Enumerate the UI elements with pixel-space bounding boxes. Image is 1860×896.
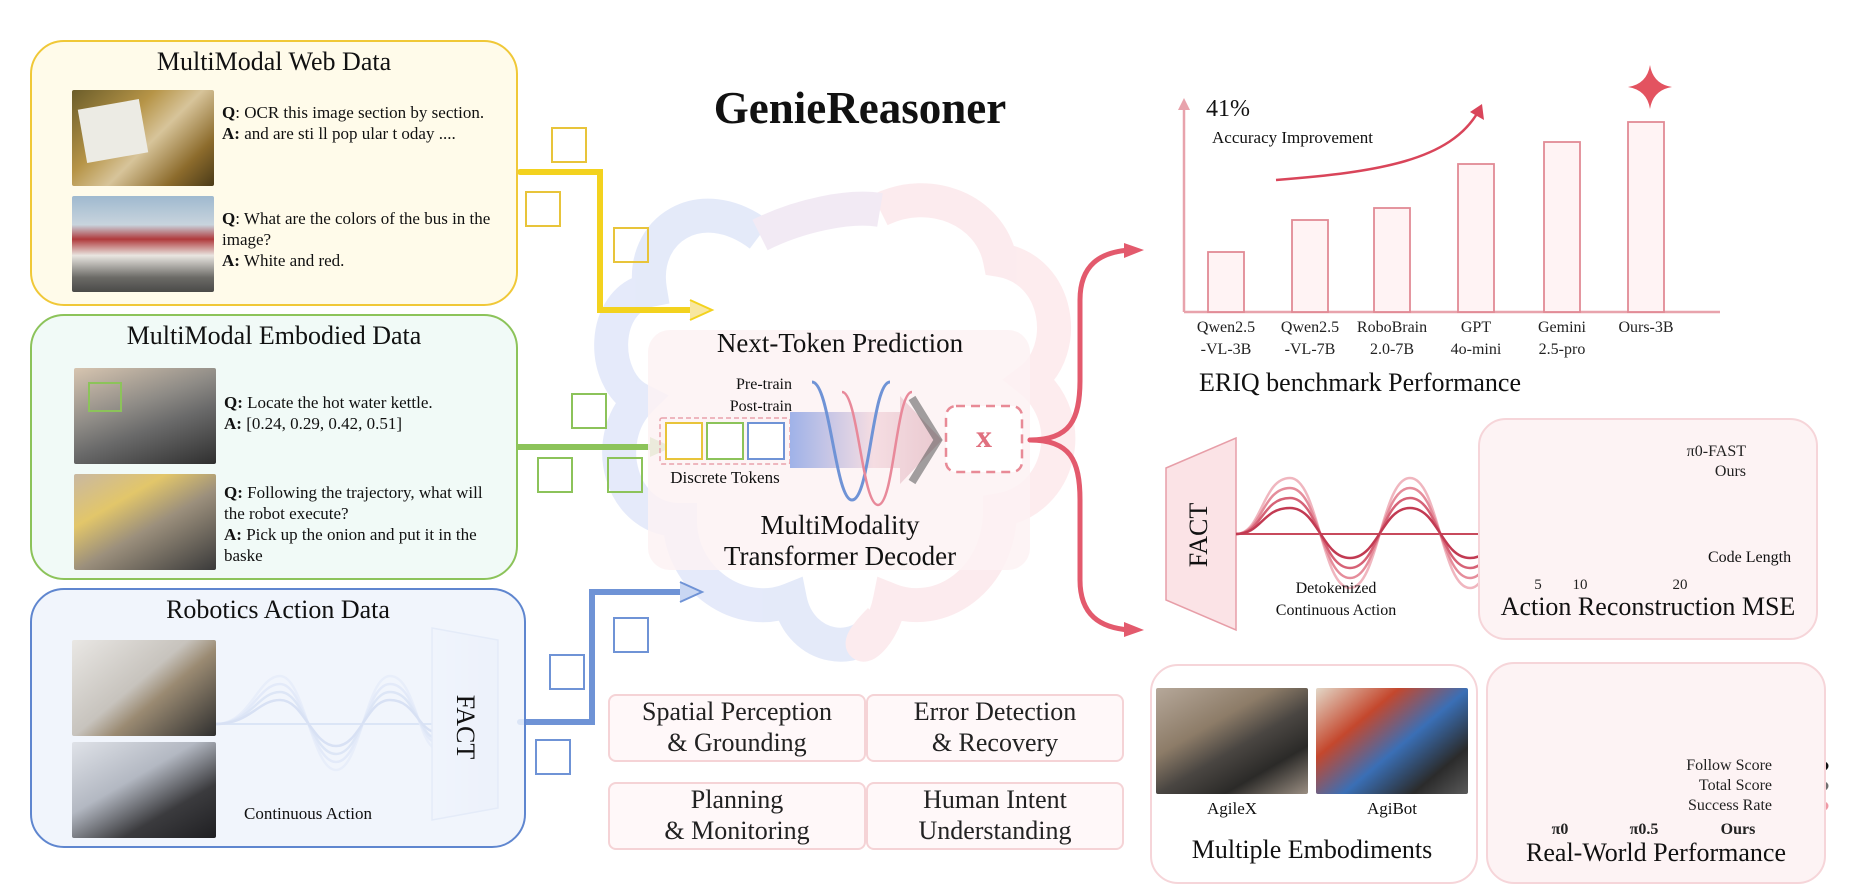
web-qa-1: Q: OCR this image section by section. A:… <box>222 103 485 143</box>
robot-table-image <box>72 640 216 736</box>
decoder-label-line2: Transformer Decoder <box>723 541 957 571</box>
star-icon <box>1628 65 1672 109</box>
output-brace <box>1027 247 1133 633</box>
eriq-tick-label: GPT <box>1460 319 1492 336</box>
fact-decoder-shape <box>1165 436 1237 632</box>
fact-encoder-label: FACT <box>451 694 480 760</box>
token-square <box>551 127 587 163</box>
eriq-bar-chart <box>1178 65 1720 314</box>
embodied-qa-1: Q: Locate the hot water kettle. A: [0.24… <box>224 393 433 433</box>
eriq-tick-label: Qwen2.5 <box>1196 319 1256 336</box>
token-square <box>537 457 573 493</box>
discrete-tokens-label: Discrete Tokens <box>670 468 780 487</box>
agibot-label: AgiBot <box>1366 799 1418 818</box>
eriq-bar <box>1373 207 1411 313</box>
rw-tick-label: π0 <box>1551 821 1569 838</box>
agilex-label: AgileX <box>1206 799 1258 818</box>
mse-chart-box <box>1478 418 1818 640</box>
brain-watermark <box>594 183 1076 662</box>
web-qa-2: Q: What are the colors of the bus in the… <box>222 209 491 270</box>
kitchen-image <box>74 368 216 464</box>
real-world-box <box>1486 662 1826 884</box>
panel-title: Robotics Action Data <box>166 595 390 624</box>
token-square <box>613 227 649 263</box>
action-data-panel: Robotics Action Data Continuous Action <box>30 588 526 848</box>
mse-chart-title: Action Reconstruction MSE <box>1500 592 1796 621</box>
next-token-label: Next-Token Prediction <box>716 328 964 358</box>
token-square <box>549 654 585 690</box>
eriq-tick-label: -VL-7B <box>1284 341 1336 358</box>
output-token-x: x <box>976 418 992 454</box>
mse-tick-label: 20 <box>1672 577 1688 593</box>
improvement-arrowhead <box>1470 104 1484 120</box>
eriq-tick-label: Gemini <box>1538 319 1586 336</box>
improvement-arrow <box>1275 111 1480 182</box>
eriq-tick-label: 2.0-7B <box>1370 341 1414 358</box>
posttrain-label: Post-train <box>729 398 792 415</box>
mse-legend-label: π0-FAST <box>1686 443 1746 460</box>
accuracy-value: 41% <box>1206 96 1250 122</box>
token-square <box>571 393 607 429</box>
token-strip <box>659 417 791 465</box>
real-world-title: Real-World Performance <box>1526 838 1786 867</box>
ocr-document-image <box>72 90 214 186</box>
continuous-action-caption: Continuous Action <box>244 804 372 823</box>
pretrain-label: Pre-train <box>736 376 792 393</box>
token-square <box>525 191 561 227</box>
mse-tick-label: 5 <box>1534 577 1542 593</box>
fact-decoder-label: FACT <box>1184 502 1213 568</box>
mse-xlabel: Code Length <box>1708 549 1792 566</box>
robot-gripper-image <box>72 742 216 838</box>
accuracy-text: Accuracy Improvement <box>1212 128 1373 147</box>
embodied-data-panel: MultiModal Embodied Data Q: Locate the h… <box>30 314 518 580</box>
detokenized-waves <box>1235 476 1494 590</box>
eriq-y-arrowhead <box>1178 98 1190 110</box>
decoder-label-line1: MultiModality <box>760 510 920 540</box>
eriq-tick-label: -VL-3B <box>1200 341 1252 358</box>
detokenized-caption-2: Continuous Action <box>1275 602 1397 619</box>
panel-title: MultiModal Embodied Data <box>126 321 422 350</box>
web-data-panel: MultiModal Web Data Q: OCR this image se… <box>30 40 518 306</box>
rw-legend-label: Follow Score <box>1686 757 1772 774</box>
page-title: GenieReasoner <box>713 83 1007 133</box>
token-square <box>613 617 649 653</box>
mse-tick-label: 10 <box>1572 577 1588 593</box>
output-token-box <box>944 404 1024 474</box>
agilex-robot-image <box>1156 688 1308 794</box>
rw-legend-label: Success Rate <box>1688 797 1772 814</box>
capability-spatial-perception: Spatial Perception& Grounding <box>608 694 866 762</box>
eriq-tick-label: Qwen2.5 <box>1280 319 1340 336</box>
eriq-bar <box>1627 121 1665 313</box>
capability-error-detection: Error Detection& Recovery <box>866 694 1124 762</box>
agibot-robot-image <box>1316 688 1468 794</box>
token-square <box>535 739 571 775</box>
detokenized-caption-1: Detokenized <box>1295 580 1377 597</box>
rw-tick-label: Ours <box>1720 821 1756 838</box>
eriq-bar <box>1291 219 1329 313</box>
action-data-arrow <box>517 581 705 725</box>
rw-tick-label: π0.5 <box>1629 821 1659 838</box>
panel-title: MultiModal Web Data <box>156 47 392 76</box>
eriq-bar <box>1207 251 1245 313</box>
embodiments-title: Multiple Embodiments <box>1191 835 1433 864</box>
rw-legend-label: Total Score <box>1698 777 1772 794</box>
bus-image <box>72 196 214 292</box>
eriq-tick-label: Ours-3B <box>1618 319 1674 336</box>
capability-planning: Planning& Monitoring <box>608 782 866 850</box>
mse-legend-label: Ours <box>1714 463 1746 480</box>
robot-trajectory-image <box>74 474 216 570</box>
web-data-arrow <box>517 169 715 321</box>
eriq-bar <box>1457 163 1495 313</box>
token-square <box>607 457 643 493</box>
eriq-tick-label: 4o-mini <box>1450 341 1502 358</box>
eriq-chart-title: ERIQ benchmark Performance <box>1199 368 1521 397</box>
embodied-qa-2: Q: Following the trajectory, what will t… <box>224 483 483 565</box>
eriq-tick-label: 2.5-pro <box>1538 341 1586 358</box>
eriq-tick-label: RoboBrain <box>1356 319 1428 336</box>
eriq-bar <box>1543 141 1581 313</box>
